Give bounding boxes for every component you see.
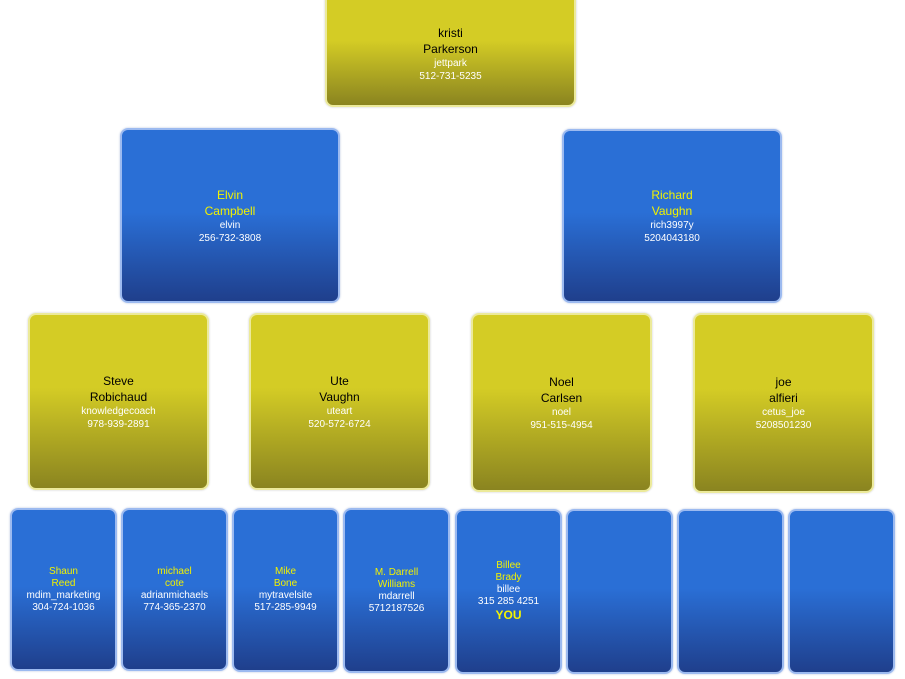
node-username: mdim_marketing bbox=[26, 589, 101, 601]
node-first-name: kristi bbox=[438, 25, 463, 40]
node-phone: 951-515-4954 bbox=[530, 419, 593, 431]
node-first-name: Billee bbox=[496, 560, 521, 571]
org-node-m-darrell-williams[interactable]: M. Darrell Williams mdarrell 5712187526 bbox=[343, 508, 450, 673]
org-node-steve-robichaud[interactable]: Steve Robichaud knowledgecoach 978-939-2… bbox=[28, 313, 209, 490]
node-phone: 520-572-6724 bbox=[308, 418, 371, 430]
node-first-name: michael bbox=[157, 565, 192, 577]
node-last-name: Robichaud bbox=[89, 389, 148, 404]
node-first-name: Ute bbox=[330, 373, 349, 388]
node-last-name: Vaughn bbox=[319, 389, 360, 404]
node-phone: 5208501230 bbox=[755, 420, 812, 431]
node-first-name: Elvin bbox=[216, 187, 243, 202]
node-phone: 5204043180 bbox=[644, 233, 700, 244]
you-badge: YOU bbox=[495, 608, 522, 622]
node-phone: 978-939-2891 bbox=[87, 418, 150, 430]
org-node-shaun-reed[interactable]: Shaun Reed mdim_marketing 304-724-1036 bbox=[10, 508, 117, 671]
org-node-joe-alfieri[interactable]: joe alfieri cetus_joe 5208501230 bbox=[693, 313, 874, 493]
node-first-name: joe bbox=[775, 375, 792, 389]
org-node-billee-brady[interactable]: Billee Brady billee 315 285 4251 YOU bbox=[455, 509, 562, 674]
node-last-name: cote bbox=[165, 577, 184, 589]
node-first-name: Shaun bbox=[49, 565, 78, 577]
node-phone: 517-285-9949 bbox=[254, 602, 317, 613]
org-node-empty-1[interactable] bbox=[566, 509, 673, 674]
node-first-name: Richard bbox=[651, 188, 693, 202]
node-phone: 5712187526 bbox=[368, 602, 425, 614]
node-username: adrianmichaels bbox=[140, 589, 209, 601]
org-node-kristi-parkerson[interactable]: kristi Parkerson jettpark 512-731-5235 bbox=[325, 0, 576, 107]
node-phone: 774-365-2370 bbox=[143, 601, 206, 613]
node-username: mdarrell bbox=[378, 590, 415, 602]
node-last-name: alfieri bbox=[769, 391, 798, 405]
node-username: noel bbox=[552, 406, 571, 418]
node-last-name: Campbell bbox=[204, 203, 256, 218]
org-node-elvin-campbell[interactable]: Elvin Campbell elvin 256-732-3808 bbox=[120, 128, 340, 303]
org-node-ute-vaughn[interactable]: Ute Vaughn uteart 520-572-6724 bbox=[249, 313, 430, 490]
node-last-name: Brady bbox=[495, 572, 522, 583]
org-node-empty-3[interactable] bbox=[788, 509, 895, 674]
node-first-name: M. Darrell bbox=[374, 566, 419, 578]
node-phone: 315 285 4251 bbox=[477, 596, 540, 607]
node-username: billee bbox=[496, 584, 521, 595]
node-last-name: Parkerson bbox=[423, 41, 478, 56]
node-username: knowledgecoach bbox=[81, 405, 156, 417]
org-node-michael-cote[interactable]: michael cote adrianmichaels 774-365-2370 bbox=[121, 508, 228, 671]
node-phone: 256-732-3808 bbox=[198, 232, 262, 244]
node-username: rich3997y bbox=[650, 220, 694, 231]
node-first-name: Steve bbox=[103, 373, 134, 388]
org-node-mike-bone[interactable]: Mike Bone mytravelsite 517-285-9949 bbox=[232, 508, 339, 672]
node-last-name: Reed bbox=[51, 577, 76, 589]
node-username: jettpark bbox=[434, 57, 467, 69]
node-phone: 304-724-1036 bbox=[32, 601, 95, 613]
node-first-name: Mike bbox=[274, 566, 297, 577]
org-node-noel-carlsen[interactable]: Noel Carlsen noel 951-515-4954 bbox=[471, 313, 652, 492]
org-node-richard-vaughn[interactable]: Richard Vaughn rich3997y 5204043180 bbox=[562, 129, 782, 303]
node-last-name: Williams bbox=[377, 578, 416, 590]
node-username: cetus_joe bbox=[762, 407, 805, 418]
node-phone: 512-731-5235 bbox=[419, 70, 482, 82]
node-username: uteart bbox=[326, 405, 353, 417]
node-username: mytravelsite bbox=[258, 590, 313, 601]
node-last-name: Vaughn bbox=[651, 204, 693, 218]
org-node-empty-2[interactable] bbox=[677, 509, 784, 674]
node-last-name: Bone bbox=[273, 578, 298, 589]
node-first-name: Noel bbox=[549, 374, 574, 389]
node-last-name: Carlsen bbox=[540, 390, 583, 405]
node-username: elvin bbox=[219, 219, 241, 231]
